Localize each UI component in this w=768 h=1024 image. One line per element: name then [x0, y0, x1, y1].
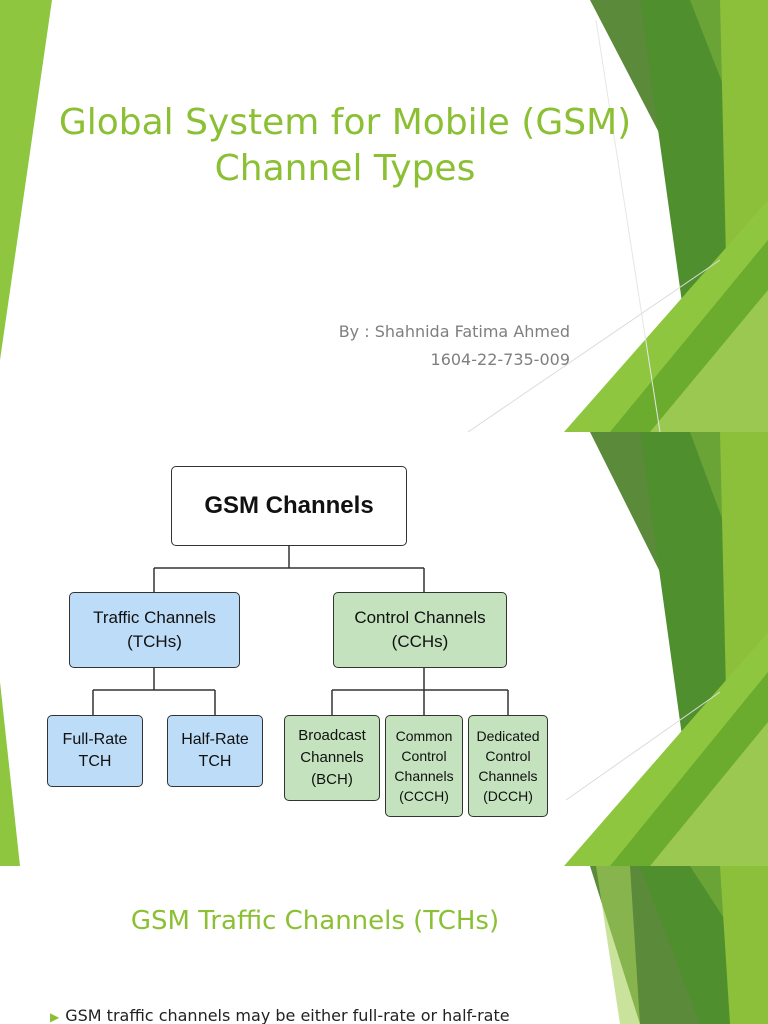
full-rate-tch-box: Full-Rate TCH [47, 715, 143, 787]
page-title: Global System for Mobile (GSM) Channel T… [58, 102, 632, 189]
diagram-slide: GSM Channels Traffic Channels (TCHs) Con… [0, 432, 768, 866]
common-control-channels-box: Common Control Channels (CCCH) [385, 715, 463, 817]
green-decoration [0, 0, 768, 432]
green-decoration [590, 866, 768, 1024]
triangle-right-icon: ▶ [50, 1010, 60, 1024]
dedicated-control-channels-box: Dedicated Control Channels (DCCH) [468, 715, 548, 817]
id-line: 1604-22-735-009 [430, 350, 570, 369]
bullet-text: GSM traffic channels may be either full-… [65, 1006, 510, 1024]
control-channels-box: Control Channels (CCHs) [333, 592, 507, 668]
section-title: GSM Traffic Channels (TCHs) [130, 906, 500, 936]
bullet-item: ▶ GSM traffic channels may be either full… [50, 1006, 570, 1024]
gsm-channels-box: GSM Channels [171, 466, 407, 546]
diagram-connectors [92, 546, 509, 715]
traffic-channels-box: Traffic Channels (TCHs) [69, 592, 240, 668]
author-line: By : Shahnida Fatima Ahmed [338, 322, 570, 341]
broadcast-channels-box: Broadcast Channels (BCH) [284, 715, 380, 801]
traffic-channels-slide: GSM Traffic Channels (TCHs) ▶ GSM traffic… [0, 866, 768, 1024]
title-slide: Global System for Mobile (GSM) Channel T… [0, 0, 768, 432]
half-rate-tch-box: Half-Rate TCH [167, 715, 263, 787]
green-decoration [0, 432, 768, 866]
